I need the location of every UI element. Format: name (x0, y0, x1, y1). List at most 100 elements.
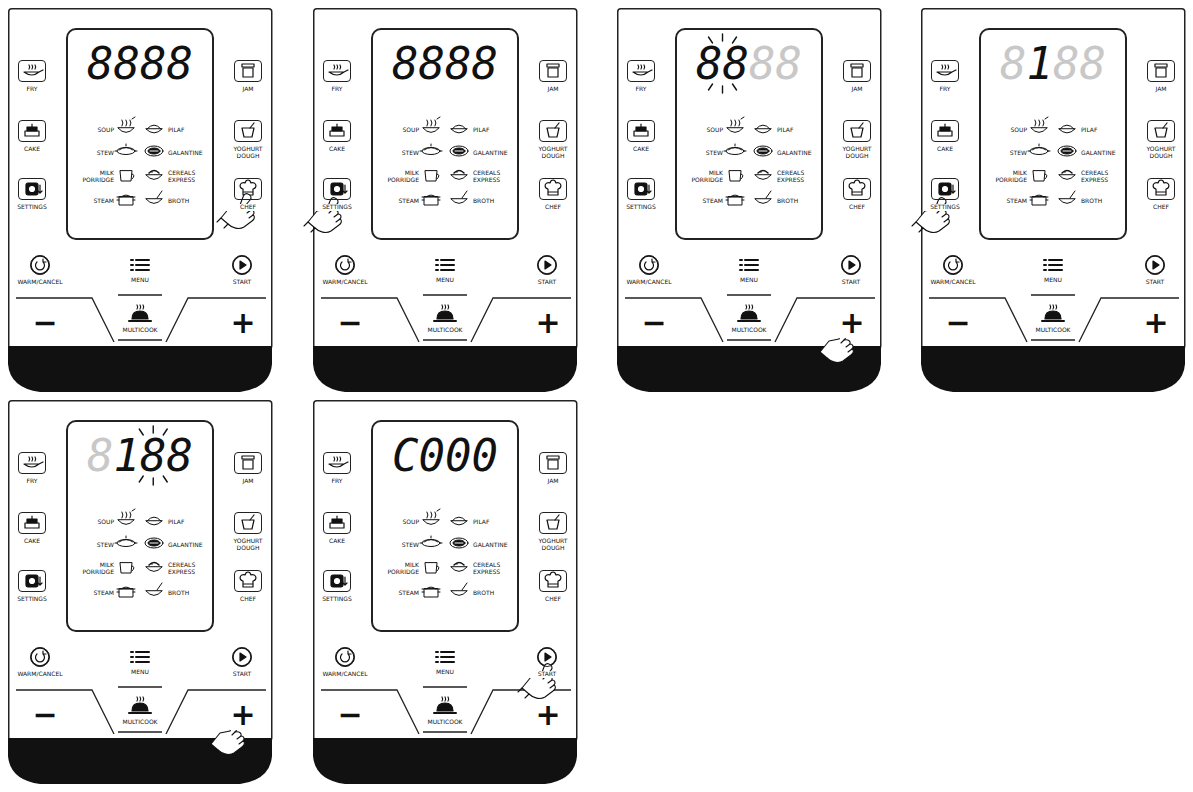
cup (851, 128, 863, 137)
warm-icon (944, 256, 962, 274)
panel-base (8, 346, 272, 392)
button-label: CAKE (10, 538, 54, 545)
mode-icon (145, 538, 163, 548)
display-digits: 8 (1000, 38, 1027, 89)
button-label: CAKE (619, 146, 663, 153)
mode-label: PILAF (168, 519, 212, 526)
pan (24, 70, 43, 75)
button-label: JAM (226, 478, 270, 485)
cycle-arrow (36, 259, 47, 270)
control-button: SETTINGS (323, 178, 351, 200)
warm-icon (31, 256, 49, 274)
steam (442, 305, 449, 309)
divider-lines (16, 295, 266, 342)
mode-label: CEREALS EXPRESS (777, 170, 821, 183)
mode-icon (145, 146, 163, 156)
control-button: JAM (234, 452, 262, 474)
button-label: YOGHURT DOUGH (531, 538, 575, 551)
mode-label: GALANTINE (168, 150, 212, 157)
cake-icon (25, 516, 39, 528)
pot (422, 195, 440, 205)
control-button: YOGHURT DOUGH (539, 120, 567, 142)
finger-lines (816, 340, 852, 362)
settings-body (26, 575, 38, 587)
cup (425, 171, 439, 181)
cup (547, 520, 559, 529)
bowl (755, 175, 771, 180)
control-button: CHEF (539, 570, 567, 592)
pot (117, 195, 135, 205)
lid (420, 536, 442, 543)
adjust-sign: + (1143, 308, 1169, 338)
mode-label: MILK PORRIDGE (70, 562, 114, 575)
button-label: START (823, 279, 879, 286)
pointing-hand (518, 664, 555, 699)
button-label: YOGHURT DOUGH (226, 538, 270, 551)
grains (758, 171, 768, 174)
mode-icon (451, 191, 467, 204)
mode-icon (420, 144, 442, 155)
menu-dots (131, 652, 133, 662)
menu-icon (740, 260, 758, 270)
dome (132, 703, 148, 711)
bowl (451, 199, 467, 204)
dome (132, 311, 148, 319)
rice (147, 517, 161, 521)
control-button: YOGHURT DOUGH (1147, 120, 1175, 142)
panel-base (921, 346, 1185, 392)
mode-icon (146, 563, 162, 572)
jar-lid (547, 456, 559, 459)
button-label: CHEF (531, 204, 575, 211)
mode-icon (451, 125, 467, 133)
jelly (453, 148, 465, 154)
pot (726, 195, 744, 205)
cup (120, 171, 134, 181)
jelly (453, 540, 465, 546)
fry-icon (329, 457, 348, 467)
chef-icon (240, 572, 256, 587)
multi-icon (1042, 305, 1064, 321)
button-label: WARM/CANCEL (12, 671, 68, 678)
steam (137, 305, 144, 309)
mode-label: BROTH (473, 198, 517, 205)
control-button: SETTINGS (323, 570, 351, 592)
menu-lines (1049, 260, 1062, 270)
lid (115, 536, 137, 543)
button-label: MULTICOOK (417, 719, 473, 726)
control-panel (617, 9, 881, 392)
jam-icon (547, 456, 559, 469)
settings-arrow (38, 185, 42, 193)
button-label: WARM/CANCEL (317, 279, 373, 286)
chef-icon (849, 180, 865, 195)
fry-icon (633, 65, 652, 75)
spoon (1070, 191, 1075, 198)
plate (1042, 320, 1064, 322)
yog-icon (242, 123, 254, 137)
cut (150, 151, 158, 152)
button-label: CAKE (923, 146, 967, 153)
adjust-sign: + (839, 308, 865, 338)
adjust-sign: − (32, 700, 58, 730)
cup (242, 520, 254, 529)
settings-icon (939, 183, 955, 195)
mode-icon (1031, 117, 1048, 133)
plate (450, 538, 468, 548)
adjust-sign: + (230, 308, 256, 338)
cake-icon (634, 124, 648, 136)
ring (944, 256, 962, 274)
button-label: CHEF (835, 204, 879, 211)
mode-label: GALANTINE (473, 150, 517, 157)
pointing-hand (304, 198, 341, 233)
jar (243, 460, 253, 469)
mode-label: STEW (679, 150, 723, 157)
mode-label: SOUP (679, 127, 723, 134)
menu-dots (436, 652, 438, 662)
menu-icon (436, 652, 454, 662)
jar-lid (851, 64, 863, 67)
mode-label: MILK PORRIDGE (679, 170, 723, 183)
lid (724, 144, 746, 151)
mode-label: GALANTINE (168, 542, 212, 549)
jam-icon (1155, 64, 1167, 77)
settings-body (331, 183, 343, 195)
control-button: FRY (931, 60, 959, 82)
